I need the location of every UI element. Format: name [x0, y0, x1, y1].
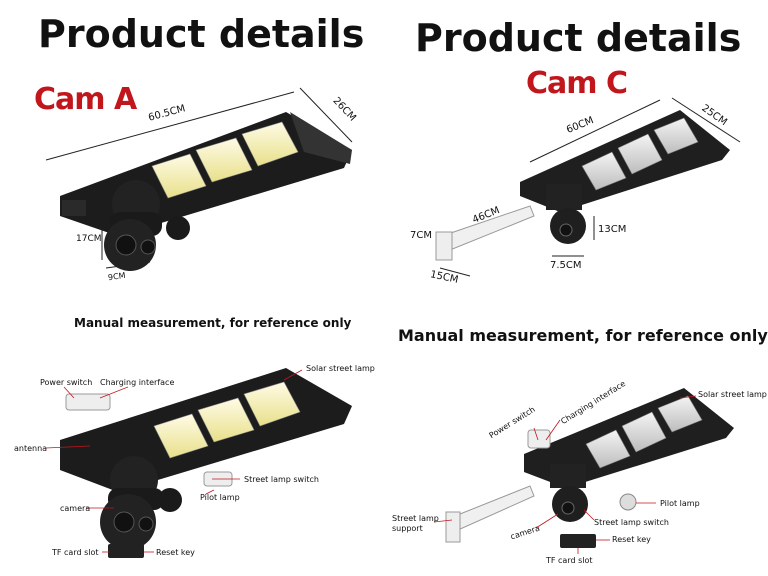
label-a-solar-street-lamp: Solar street lamp	[306, 364, 375, 373]
lamp-a-top	[45, 87, 353, 271]
panel-c-disclaimer: Manual measurement, for reference only	[398, 326, 768, 345]
dim-c-bracket-height: 7CM	[410, 230, 432, 241]
label-c-solar-street-lamp: Solar street lamp	[698, 390, 767, 399]
panel-c-cam-label: Cam C	[526, 66, 628, 101]
dim-a-height: 17CM	[76, 234, 102, 244]
label-a-camera: camera	[60, 504, 91, 513]
label-c-tf-card-slot: TF card slot	[546, 556, 593, 565]
panel-c-title: Product details	[415, 16, 742, 60]
label-a-pilot-lamp: Pilot lamp	[200, 493, 240, 502]
panel-a-title: Product details	[38, 12, 365, 56]
label-c-street-lamp-support: Street lamp support	[392, 514, 439, 533]
dim-c-cam-height: 13CM	[598, 224, 627, 235]
panel-a-disclaimer: Manual measurement, for reference only	[74, 316, 352, 330]
label-c-street-lamp-switch: Street lamp switch	[594, 518, 669, 527]
label-a-reset-key: Reset key	[156, 548, 195, 557]
label-c-reset-key: Reset key	[612, 535, 651, 544]
label-a-power-switch: Power switch	[40, 378, 93, 387]
label-a-charging-interface: Charging interface	[100, 378, 175, 387]
lamp-c-top	[435, 97, 741, 277]
panel-a-cam-label: Cam A	[34, 82, 137, 117]
label-c-pilot-lamp: Pilot lamp	[660, 499, 700, 508]
label-a-street-lamp-switch: Street lamp switch	[244, 475, 319, 484]
lamp-a-bottom	[45, 368, 352, 558]
label-a-tf-card-slot: TF card slot	[52, 548, 99, 557]
label-a-antenna: antenna	[14, 444, 48, 453]
lamp-c-bottom	[433, 388, 734, 554]
dim-c-cam-width: 7.5CM	[550, 260, 582, 271]
